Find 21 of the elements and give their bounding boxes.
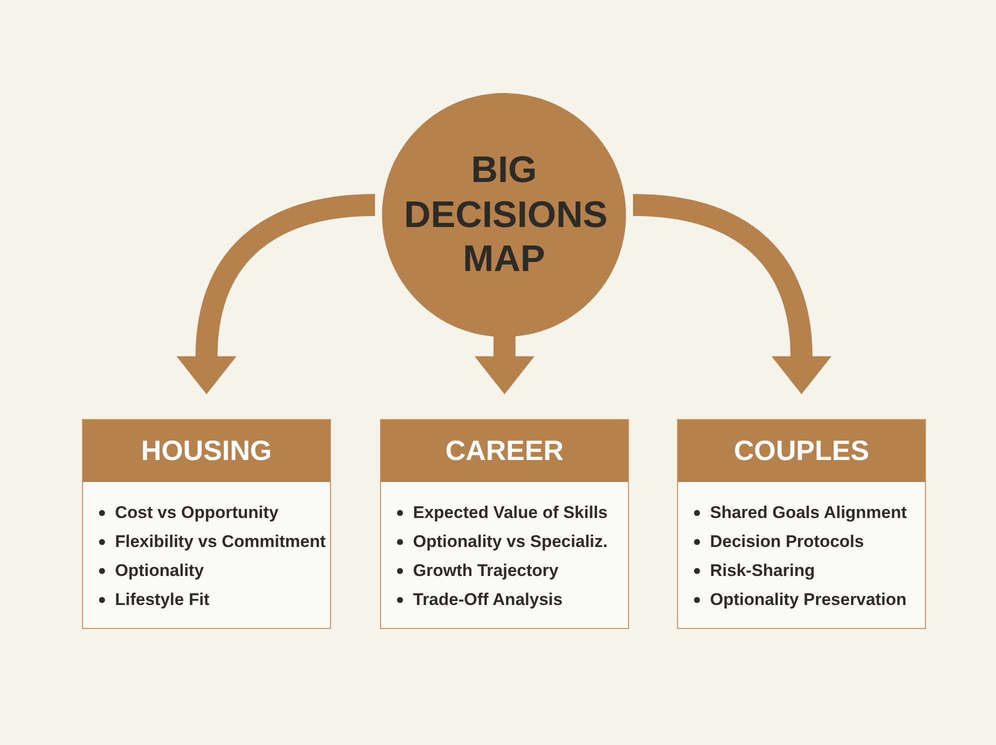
- bullet-item: Risk-Sharing: [710, 560, 815, 582]
- category-card: [380, 419, 629, 629]
- bullet-item: Optionality Preservation: [710, 589, 906, 611]
- curved-arrow: [176, 194, 376, 394]
- circle-title: BIG DECISIONS MAP: [404, 148, 604, 282]
- bullet-item: Optionality vs Specializ.: [413, 531, 608, 553]
- bullet-item: Trade-Off Analysis: [413, 589, 563, 611]
- bullet-item: Shared Goals Alignment: [710, 502, 907, 524]
- category-card: [82, 419, 331, 629]
- category-card: [677, 419, 926, 629]
- bullet-item: Flexibility vs Commitment: [115, 531, 326, 553]
- bullet-item: Optionality: [115, 560, 204, 582]
- bullet-item: Decision Protocols: [710, 531, 864, 553]
- bullet-item: Lifestyle Fit: [115, 589, 210, 611]
- card-heading: HOUSING: [83, 420, 330, 482]
- card-heading: CAREER: [381, 420, 628, 482]
- bullet-item: Expected Value of Skills: [413, 502, 608, 524]
- bullet-item: Cost vs Opportunity: [115, 502, 278, 524]
- card-heading: COUPLES: [678, 420, 925, 482]
- curved-arrow: [632, 194, 832, 394]
- bullet-item: Growth Trajectory: [413, 560, 558, 582]
